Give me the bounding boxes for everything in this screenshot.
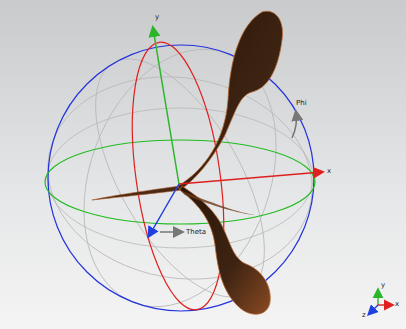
angle-label: Theta: [186, 229, 206, 236]
angle-label: Phi: [296, 100, 307, 107]
triad-label: y: [381, 282, 385, 289]
axis-label: x: [327, 168, 331, 175]
triad-label: x: [395, 301, 399, 308]
triad-label: z: [362, 312, 366, 319]
axis-label: y: [155, 14, 159, 21]
